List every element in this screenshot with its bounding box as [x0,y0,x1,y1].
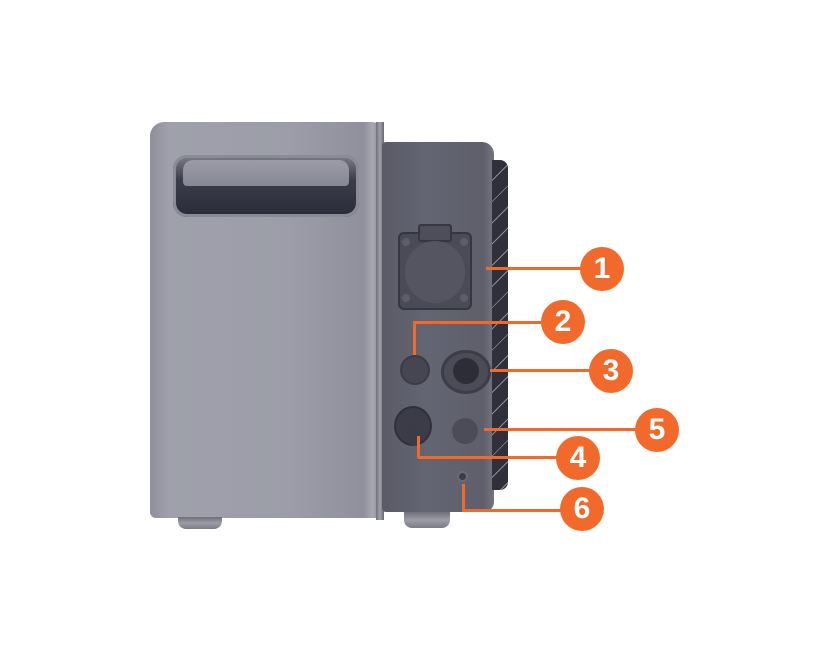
screw-icon [402,238,410,246]
screw-icon [460,238,468,246]
callout-line-1 [486,267,582,270]
body-seam [376,122,384,520]
screw-icon [460,294,468,302]
socket-flap [418,224,452,242]
cooling-fins [492,160,508,490]
callout-line-4 [418,456,558,459]
foot-left [178,517,222,529]
callout-line-4-v [417,436,420,458]
charging-port-pins [453,358,479,384]
screw-icon [402,294,410,302]
callout-badge-1: 1 [580,247,624,291]
callout-line-3 [490,369,590,372]
callout-badge-5: 5 [635,408,679,452]
socket-cover [405,241,465,303]
callout-number: 3 [602,354,620,387]
callout-line-2 [414,321,544,324]
callout-number: 4 [569,441,587,474]
callout-line-2-v [413,321,416,355]
side-panel [382,142,494,512]
callout-line-6-v [462,484,465,512]
round-button [402,357,428,383]
callout-number: 2 [554,305,572,338]
callout-number: 1 [593,252,611,285]
callout-badge-2: 2 [541,300,585,344]
callout-line-5 [484,428,636,431]
foot-right [404,512,450,528]
grounding-pin [459,473,466,480]
callout-number: 6 [573,492,591,525]
callout-badge-6: 6 [560,487,604,531]
callout-line-6 [463,509,563,512]
handle-lip [183,160,349,186]
callout-number: 5 [648,413,666,446]
callout-badge-3: 3 [589,349,633,393]
round-port-cap [452,418,478,444]
callout-badge-4: 4 [556,436,600,480]
